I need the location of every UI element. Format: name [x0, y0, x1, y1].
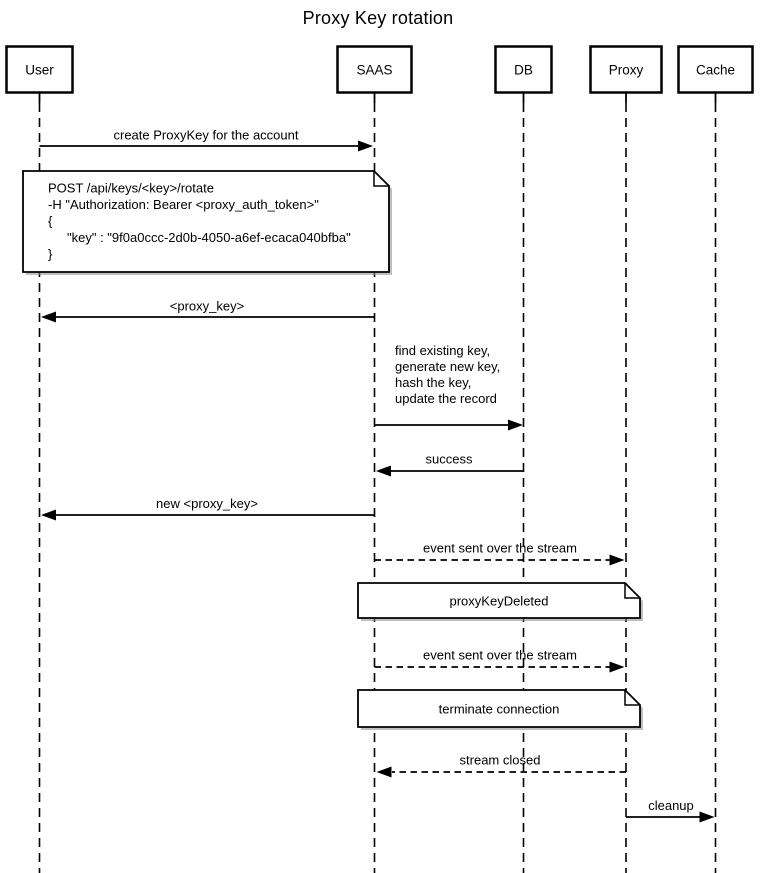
message-label: event sent over the stream: [423, 648, 577, 663]
arrowhead-right: [508, 419, 523, 431]
message-event-stream-2: event sent over the stream: [374, 648, 625, 673]
message-label: <proxy_key>: [170, 299, 244, 314]
note-request-payload: POST /api/keys/<key>/rotate -H "Authoriz…: [22, 170, 392, 275]
note-proxykey-deleted: proxyKeyDeleted: [357, 582, 643, 621]
message-stream-closed: stream closed: [376, 753, 626, 778]
message-label-line: find existing key,: [395, 343, 490, 358]
actor-saas: SAAS: [336, 45, 413, 94]
actor-db: DB: [494, 45, 553, 94]
message-label-line: hash the key,: [395, 375, 471, 390]
note-line: {: [48, 214, 53, 229]
note-fold-corner: [373, 171, 389, 187]
actor-proxy: Proxy: [589, 45, 663, 94]
actor-cache-label: Cache: [696, 63, 735, 78]
message-label-line: generate new key,: [395, 359, 500, 374]
note-fold-corner: [624, 583, 640, 599]
note-terminate-connection: terminate connection: [357, 689, 643, 730]
message-label: event sent over the stream: [423, 541, 577, 556]
message-label: stream closed: [460, 753, 541, 768]
message-new-proxy-key: new <proxy_key>: [41, 496, 375, 521]
actor-user-label: User: [25, 63, 54, 78]
actor-user: User: [5, 45, 74, 94]
message-success: success: [376, 452, 524, 477]
note-line: -H "Authorization: Bearer <proxy_auth_to…: [48, 197, 319, 212]
note-fold-corner: [624, 690, 640, 706]
note-text: terminate connection: [439, 702, 560, 717]
message-cleanup: cleanup: [626, 798, 715, 823]
message-label: cleanup: [648, 798, 694, 813]
message-db-update: find existing key, generate new key, has…: [374, 343, 523, 431]
arrowhead-right: [699, 811, 715, 823]
message-event-stream-1: event sent over the stream: [374, 541, 625, 566]
message-label-line: update the record: [395, 391, 497, 406]
arrowhead-left: [41, 509, 56, 521]
arrowhead-left: [376, 465, 391, 477]
message-proxy-key: <proxy_key>: [41, 299, 375, 323]
message-label: create ProxyKey for the account: [114, 128, 299, 143]
arrowhead-left: [41, 311, 56, 323]
message-label: success: [426, 452, 473, 467]
message-label: new <proxy_key>: [156, 496, 258, 511]
note-line: "key" : "9f0a0ccc-2d0b-4050-a6ef-ecaca04…: [67, 230, 351, 245]
actor-saas-label: SAAS: [356, 63, 392, 78]
actor-db-label: DB: [514, 63, 533, 78]
note-line: POST /api/keys/<key>/rotate: [48, 181, 214, 196]
actor-proxy-label: Proxy: [609, 63, 644, 78]
arrowhead-right: [609, 554, 625, 566]
diagram-title: Proxy Key rotation: [303, 8, 454, 28]
arrowhead-right: [358, 140, 373, 152]
note-text: proxyKeyDeleted: [450, 594, 549, 609]
note-line: }: [48, 247, 53, 262]
message-create-proxykey: create ProxyKey for the account: [39, 128, 373, 152]
arrowhead-left: [376, 766, 392, 778]
arrowhead-right: [609, 661, 625, 673]
actor-cache: Cache: [677, 45, 754, 94]
